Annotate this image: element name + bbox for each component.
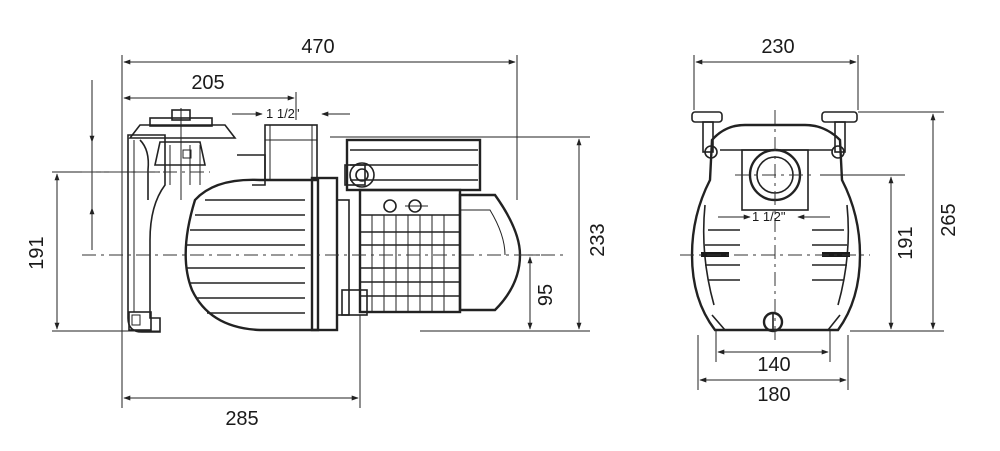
strainer-housing (127, 108, 318, 333)
dim-inlet-height: 191 (26, 236, 48, 269)
dim-inlet-offset: 205 (191, 72, 224, 94)
motor-body (341, 138, 522, 316)
side-dimension-lines (54, 59, 582, 401)
dim-base-length: 285 (225, 408, 258, 430)
front-dimension-lines (695, 59, 936, 383)
dim-width: 230 (761, 36, 794, 58)
dim-total-height: 233 (587, 223, 609, 256)
dim-foot-inner: 140 (757, 354, 790, 376)
dim-foot-outer: 180 (757, 384, 790, 406)
side-extension-lines (52, 55, 590, 408)
dim-port-size-side: 1 1/2" (266, 106, 300, 121)
dim-axis-height-front: 191 (895, 226, 917, 259)
volute-body (184, 176, 350, 332)
dim-axis-height-side: 95 (535, 284, 557, 306)
front-extension-lines (693, 55, 944, 390)
side-view (52, 55, 590, 408)
dim-total-length: 470 (301, 36, 334, 58)
front-view (680, 55, 944, 390)
dim-total-height-front: 265 (938, 203, 960, 236)
dim-port-size-front: 1 1/2" (752, 209, 786, 224)
